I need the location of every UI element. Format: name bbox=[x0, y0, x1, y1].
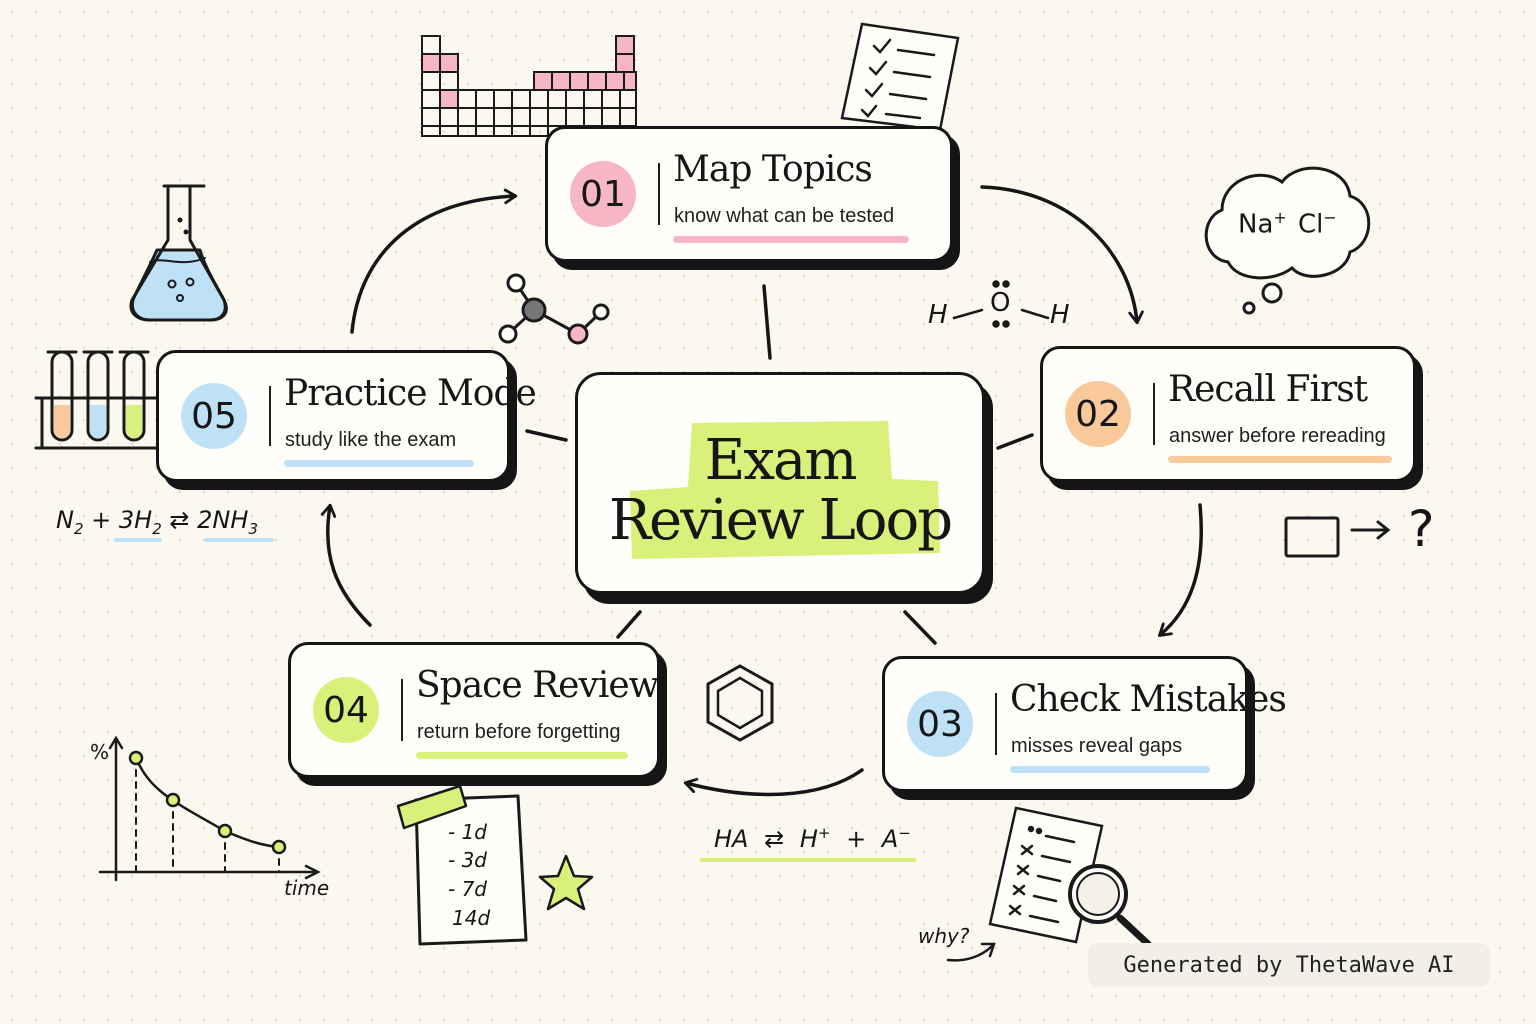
center-card: Exam Review Loop bbox=[575, 372, 985, 594]
arrow-05-to-01 bbox=[350, 188, 518, 334]
forgetting-curve-graph bbox=[98, 735, 321, 882]
step-highlight-04 bbox=[416, 752, 628, 759]
ammonia-plus: + bbox=[91, 506, 112, 534]
arrow-04-to-05 bbox=[320, 503, 372, 627]
molecule-icon bbox=[498, 273, 610, 345]
formula-underlines bbox=[114, 538, 916, 862]
acid-plus: + bbox=[846, 825, 867, 853]
step-subtitle-01: know what can be tested bbox=[674, 205, 895, 227]
why-arrow bbox=[946, 944, 994, 962]
center-highlight bbox=[630, 421, 940, 559]
why-arrowhead bbox=[980, 942, 996, 958]
step-card-03: 03 Check Mistakes misses reveal gaps bbox=[882, 656, 1287, 792]
arrow-01-to-02 bbox=[980, 185, 1144, 325]
ammonia-h-sub: 2 bbox=[152, 519, 162, 538]
water-h-right: H bbox=[1050, 300, 1070, 330]
ammonia-nh-sub: 3 bbox=[248, 519, 258, 538]
why-label: why? bbox=[918, 924, 970, 948]
step-highlight-02 bbox=[1168, 456, 1392, 463]
step-card-02: 02 Recall First answer before rereading bbox=[1040, 346, 1416, 482]
step-number-04: 04 bbox=[313, 677, 379, 743]
ammonia-equation: N2 + 3H2 ⇄ 2NH3 bbox=[56, 506, 258, 538]
schedule-item: - 7d bbox=[448, 877, 487, 901]
step-divider bbox=[269, 385, 271, 447]
step-card-01: 01 Map Topics know what can be tested bbox=[545, 126, 953, 262]
thought-cloud-icon bbox=[1204, 166, 1371, 315]
periodic-table-icon bbox=[421, 35, 637, 137]
graph-x-label: time bbox=[284, 876, 330, 900]
watermark: Generated by ThetaWave AI bbox=[1088, 943, 1490, 987]
acid-a-sup: − bbox=[898, 824, 911, 842]
ammonia-arrow: ⇄ bbox=[169, 506, 190, 534]
ion-cl-symbol: Cl bbox=[1298, 209, 1324, 240]
step-highlight-01 bbox=[673, 236, 909, 243]
water-h-left: H bbox=[928, 300, 948, 330]
acid-h-sup: + bbox=[817, 824, 831, 842]
arrow-02-to-03 bbox=[1157, 503, 1203, 637]
step-number-02: 02 bbox=[1065, 381, 1131, 447]
step-card-05: 05 Practice Mode study like the exam bbox=[156, 350, 537, 482]
center-connectors bbox=[525, 284, 1034, 645]
schedule-note bbox=[396, 784, 528, 946]
ammonia-h: 3H bbox=[118, 506, 153, 534]
ion-cl-charge: − bbox=[1323, 208, 1337, 227]
center-title-line2: Review Loop bbox=[608, 488, 953, 553]
schedule-item: 14d bbox=[452, 906, 491, 930]
box-to-question-icon bbox=[1284, 516, 1391, 558]
ammonia-nh: 2NH bbox=[197, 506, 249, 534]
ion-na-charge: + bbox=[1273, 208, 1287, 227]
arrow-03-to-04 bbox=[683, 768, 864, 797]
graph-y-label: % bbox=[90, 740, 110, 764]
schedule-item: - 3d bbox=[448, 848, 487, 872]
ammonia-n-sub: 2 bbox=[73, 519, 84, 538]
acid-equation: HA ⇄ H+ + A− bbox=[714, 824, 911, 853]
step-divider bbox=[401, 678, 403, 742]
water-molecule-bonds bbox=[952, 280, 1050, 328]
step-number-05: 05 bbox=[181, 383, 247, 449]
benzene-ring-icon bbox=[706, 664, 774, 742]
step-divider bbox=[658, 162, 660, 226]
step-title-03: Check Mistakes bbox=[1010, 679, 1287, 720]
step-subtitle-03: misses reveal gaps bbox=[1011, 735, 1183, 757]
ion-na: Na+ bbox=[1238, 208, 1287, 240]
schedule-item: - 1d bbox=[448, 820, 487, 844]
acid-h: H bbox=[799, 825, 818, 853]
ion-na-symbol: Na bbox=[1238, 209, 1274, 240]
water-o: O bbox=[990, 288, 1011, 318]
step-subtitle-04: return before forgetting bbox=[417, 721, 621, 743]
step-card-04: 04 Space Review return before forgetting bbox=[288, 642, 660, 778]
step-subtitle-02: answer before rereading bbox=[1169, 425, 1386, 447]
ion-cl: Cl− bbox=[1298, 208, 1337, 240]
step-divider bbox=[1153, 382, 1155, 446]
step-divider bbox=[995, 692, 997, 756]
step-subtitle-05: study like the exam bbox=[285, 429, 457, 451]
step-title-02: Recall First bbox=[1168, 369, 1368, 410]
step-title-05: Practice Mode bbox=[284, 373, 537, 414]
step-title-04: Space Review bbox=[416, 665, 659, 706]
step-number-01: 01 bbox=[570, 161, 636, 227]
acid-a: A bbox=[881, 825, 899, 853]
green-star-icon bbox=[538, 854, 594, 911]
step-highlight-03 bbox=[1010, 766, 1210, 773]
ammonia-n: N bbox=[56, 506, 74, 534]
question-mark: ? bbox=[1408, 500, 1435, 558]
mistakes-clipboard-icon bbox=[988, 806, 1152, 948]
step-title-01: Map Topics bbox=[673, 149, 873, 190]
center-title-line1: Exam bbox=[704, 428, 858, 493]
flask-icon bbox=[129, 184, 228, 322]
checklist-icon bbox=[840, 22, 960, 132]
step-number-03: 03 bbox=[907, 691, 973, 757]
acid-ha: HA bbox=[714, 825, 749, 853]
acid-arrow: ⇄ bbox=[764, 825, 785, 853]
test-tubes-icon bbox=[34, 350, 162, 450]
step-highlight-05 bbox=[284, 460, 474, 467]
